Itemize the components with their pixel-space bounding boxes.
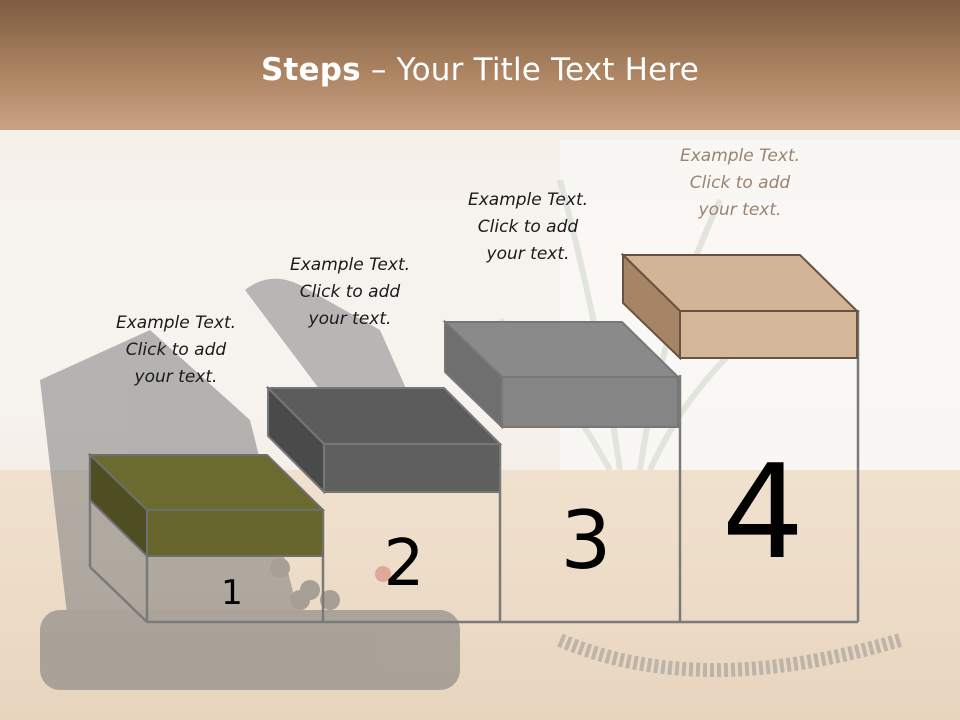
step-3-number: 3 xyxy=(561,494,612,587)
step-3-caption[interactable]: Example Text. Click to add your text. xyxy=(467,190,589,264)
step-1-caption[interactable]: Example Text. Click to add your text. xyxy=(115,313,237,387)
step-4-number: 4 xyxy=(722,436,805,588)
step-4-block[interactable] xyxy=(620,252,860,361)
step-1-block[interactable] xyxy=(87,452,326,559)
title-bold: Steps xyxy=(260,52,361,88)
step-2-number: 2 xyxy=(384,527,425,601)
step-4-caption[interactable]: Example Text. Click to add your text. xyxy=(679,146,801,220)
step-2-caption[interactable]: Example Text. Click to add your text. xyxy=(289,255,411,329)
slide-title[interactable]: Steps – Your Title Text Here xyxy=(0,52,960,88)
step-2-block[interactable] xyxy=(265,385,503,495)
title-rest: – Your Title Text Here xyxy=(360,52,699,88)
step-3-block[interactable] xyxy=(442,319,681,430)
step-1-number: 1 xyxy=(221,573,243,613)
